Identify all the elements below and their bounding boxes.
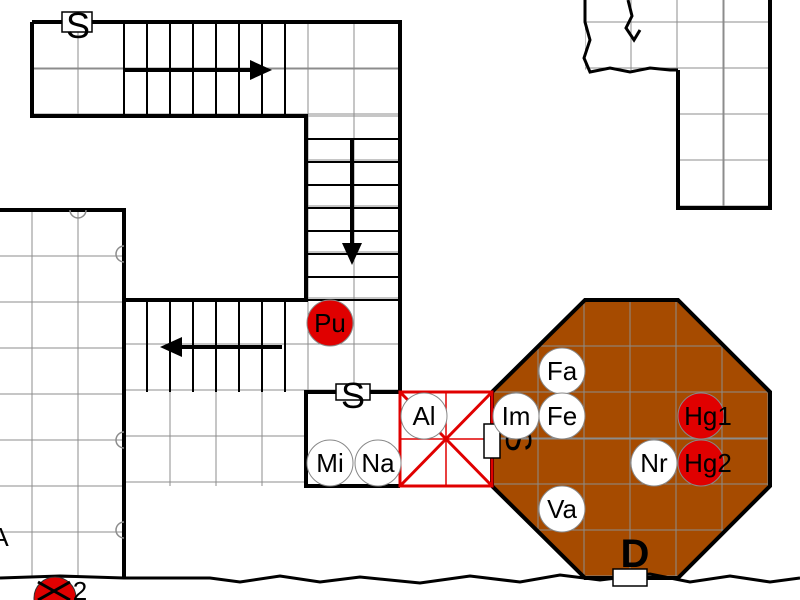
token-im[interactable]: Im	[492, 392, 540, 440]
left-corridor-walls	[0, 208, 126, 578]
secret-door-middle[interactable]: S	[335, 375, 371, 416]
token-hg2[interactable]: Hg2	[677, 439, 732, 487]
door-bottom-label: D	[621, 532, 650, 576]
token-label: Mi	[316, 448, 343, 478]
corridor-notches	[69, 209, 125, 539]
token-hg1[interactable]: Hg1	[677, 392, 732, 440]
stair-arrows	[125, 60, 362, 357]
token-label: Al	[412, 401, 435, 431]
token-label: Nr	[640, 448, 668, 478]
edge-letter: A	[0, 522, 9, 552]
arrow-down-icon	[342, 140, 362, 265]
notch-icon	[115, 431, 125, 449]
edge-fragments: A 2	[0, 522, 87, 600]
notch-icon	[115, 521, 125, 539]
secret-door-top-label: S	[66, 5, 90, 46]
token-na[interactable]: Na	[354, 439, 402, 487]
arrow-right-icon	[125, 60, 272, 80]
secret-door-top[interactable]: S	[61, 5, 93, 46]
bottom-edge-token[interactable]: 2	[33, 576, 87, 600]
top-right-room-walls	[676, 0, 772, 210]
token-label: Hg1	[684, 401, 732, 431]
token-label: Fe	[547, 401, 577, 431]
token-label: Va	[547, 494, 577, 524]
token-fe[interactable]: Fe	[538, 392, 586, 440]
token-label: Pu	[314, 308, 346, 338]
token-al[interactable]: Al	[400, 392, 448, 440]
token-label: Na	[361, 448, 395, 478]
notch-icon	[69, 209, 87, 219]
secret-door-middle-label: S	[341, 375, 365, 416]
floor-areas	[492, 300, 770, 578]
token-mi[interactable]: Mi	[306, 439, 354, 487]
token-nr[interactable]: Nr	[630, 439, 678, 487]
token-label: Im	[502, 401, 531, 431]
arrow-left-icon	[160, 337, 282, 357]
bottom-rough-edge	[0, 572, 800, 585]
token-va[interactable]: Va	[538, 485, 586, 533]
door-bottom[interactable]: D	[612, 532, 650, 587]
tokens: Pu Fa Al Im Fe Hg1 Mi Na	[306, 299, 732, 533]
bottom-edge-token-label: 2	[73, 576, 87, 600]
stair-corridor-walls	[30, 20, 402, 488]
token-fa[interactable]: Fa	[538, 347, 586, 395]
grid-left-corridor	[0, 210, 124, 578]
token-label: Hg2	[684, 448, 732, 478]
notch-icon	[115, 245, 125, 263]
token-label: Fa	[547, 356, 578, 386]
top-right-rough-edge	[582, 0, 678, 74]
token-pu[interactable]: Pu	[306, 299, 354, 347]
